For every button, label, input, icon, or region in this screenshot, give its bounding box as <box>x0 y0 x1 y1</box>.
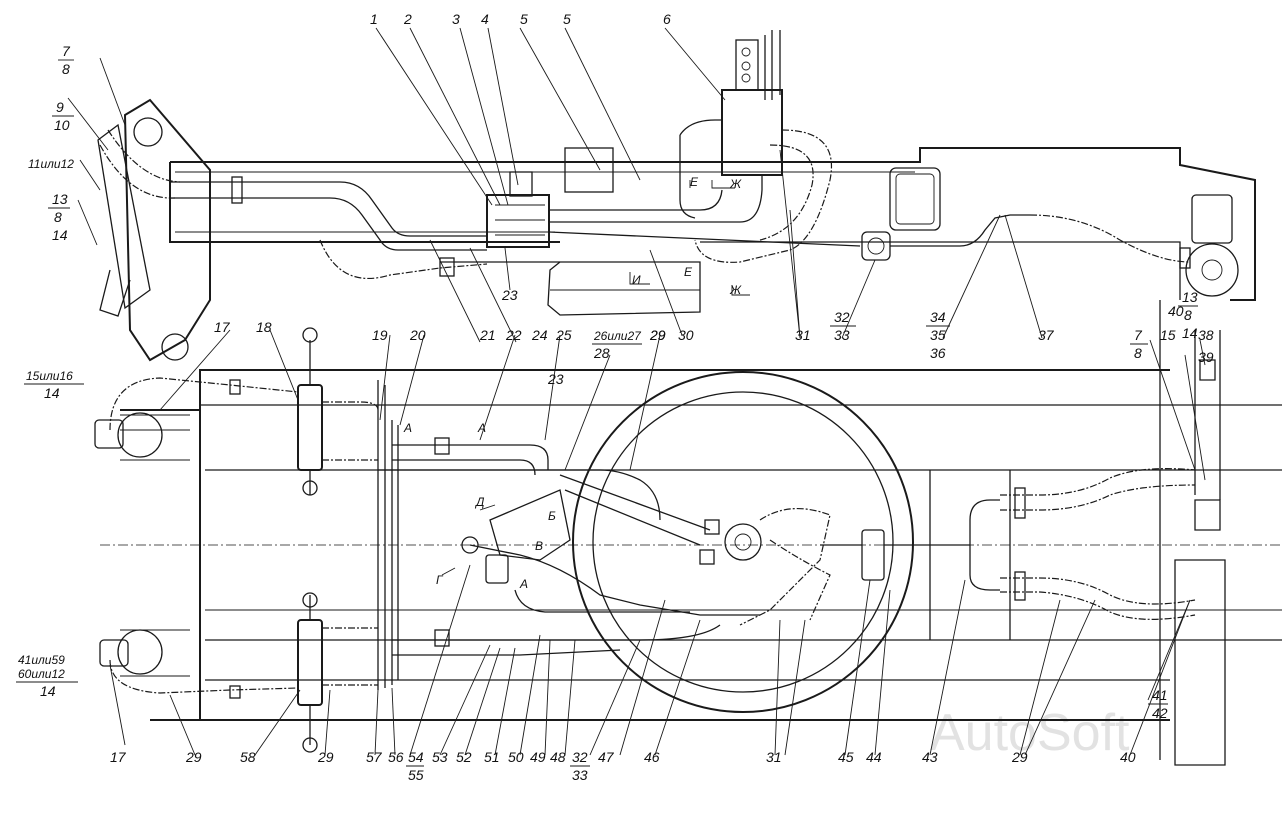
callout-57: 57 <box>366 749 383 765</box>
callout-14: 14 <box>52 227 68 243</box>
callout-5b: 5 <box>563 11 571 27</box>
callout-29-b3: 29 <box>1011 749 1028 765</box>
section-letter-i: И <box>632 273 641 287</box>
callout-33: 33 <box>834 327 850 343</box>
callout-35: 35 <box>930 327 946 343</box>
callout-15-r: 15 <box>1160 327 1176 343</box>
callout-4: 4 <box>481 11 489 27</box>
callout-46: 46 <box>644 749 660 765</box>
section-letter-b: Б <box>548 509 556 523</box>
callout-8-r2: 8 <box>1134 345 1142 361</box>
callout-29-b2: 29 <box>317 749 334 765</box>
callout-14-left: 14 <box>44 385 60 401</box>
callout-13: 13 <box>52 191 68 207</box>
callout-34: 34 <box>930 309 946 325</box>
section-letter-a3: А <box>519 577 528 591</box>
callout-36: 36 <box>930 345 946 361</box>
callout-53: 53 <box>432 749 448 765</box>
section-letter-zh1: Ж <box>729 283 742 297</box>
callout-32-b: 32 <box>572 749 588 765</box>
section-letter-zh2: Ж <box>729 177 742 191</box>
callout-48: 48 <box>550 749 566 765</box>
callout-30: 30 <box>678 327 694 343</box>
callout-55: 55 <box>408 767 424 783</box>
callout-32: 32 <box>834 309 850 325</box>
callout-11: 11или12 <box>28 157 74 171</box>
callout-14-r: 14 <box>1182 325 1198 341</box>
callout-43: 43 <box>922 749 938 765</box>
callout-40-top: 40 <box>1168 303 1184 319</box>
callout-50: 50 <box>508 749 524 765</box>
section-letter-e1: Е <box>684 265 693 279</box>
callout-6: 6 <box>663 11 671 27</box>
callout-25: 25 <box>555 327 572 343</box>
callout-29-top: 29 <box>649 327 666 343</box>
callout-44: 44 <box>866 749 882 765</box>
callout-19: 19 <box>372 327 388 343</box>
callout-58: 58 <box>240 749 256 765</box>
callout-42: 42 <box>1152 705 1168 721</box>
callout-15-16: 15или16 <box>26 369 73 383</box>
callout-8-r: 8 <box>1184 307 1192 323</box>
section-letter-a1: А <box>403 421 412 435</box>
callout-29-b1: 29 <box>185 749 202 765</box>
callout-1: 1 <box>370 11 378 27</box>
callout-41: 41 <box>1152 687 1168 703</box>
callout-26: 26или27 <box>593 329 642 343</box>
callout-52: 52 <box>456 749 472 765</box>
callout-8b: 8 <box>54 209 62 225</box>
callout-24: 24 <box>531 327 548 343</box>
callout-17-top: 17 <box>214 319 231 335</box>
callout-37: 37 <box>1038 327 1055 343</box>
callout-39: 39 <box>1198 349 1214 365</box>
callout-41-59: 41или59 <box>18 653 65 667</box>
callout-22: 22 <box>505 327 522 343</box>
callout-3: 3 <box>452 11 460 27</box>
callout-14-left-b: 14 <box>40 683 56 699</box>
callout-56: 56 <box>388 749 404 765</box>
callout-labels: 1 2 3 4 5 5 6 7 8 9 10 11или12 13 8 14 2… <box>16 11 1214 783</box>
callout-38: 38 <box>1198 327 1214 343</box>
callout-23-mid: 23 <box>547 371 564 387</box>
callout-45: 45 <box>838 749 854 765</box>
section-letter-d: Д <box>474 495 485 509</box>
callout-10: 10 <box>54 117 70 133</box>
leader-lines <box>67 27 1206 756</box>
callout-51: 51 <box>484 749 500 765</box>
callout-13-r: 13 <box>1182 289 1198 305</box>
top-frame-view <box>97 30 1256 362</box>
watermark: AutoSoft <box>930 704 1130 762</box>
callout-23-top: 23 <box>501 287 518 303</box>
callout-2: 2 <box>403 11 412 27</box>
callout-49: 49 <box>530 749 546 765</box>
callout-5a: 5 <box>520 11 528 27</box>
callout-54: 54 <box>408 749 424 765</box>
section-letter-v: В <box>535 539 543 553</box>
callout-33-b: 33 <box>572 767 588 783</box>
callout-18: 18 <box>256 319 272 335</box>
callout-8: 8 <box>62 61 70 77</box>
bottom-chassis-view <box>94 300 1282 766</box>
callout-9: 9 <box>56 99 64 115</box>
callout-40-bot: 40 <box>1120 749 1136 765</box>
callout-60-12: 60или12 <box>18 667 65 681</box>
callout-7-r: 7 <box>1134 327 1143 343</box>
callout-17-bot: 17 <box>110 749 127 765</box>
section-letter-a2: А <box>477 421 486 435</box>
callout-20: 20 <box>409 327 426 343</box>
callout-7: 7 <box>62 43 71 59</box>
section-letter-g: Г <box>436 573 444 587</box>
callout-31-bot: 31 <box>766 749 782 765</box>
callout-31-top: 31 <box>795 327 811 343</box>
callout-47: 47 <box>598 749 615 765</box>
callout-28: 28 <box>593 345 610 361</box>
section-letter-e2: Е <box>690 175 699 189</box>
callout-21: 21 <box>479 327 496 343</box>
callout-29-mid: 29 <box>649 327 666 343</box>
